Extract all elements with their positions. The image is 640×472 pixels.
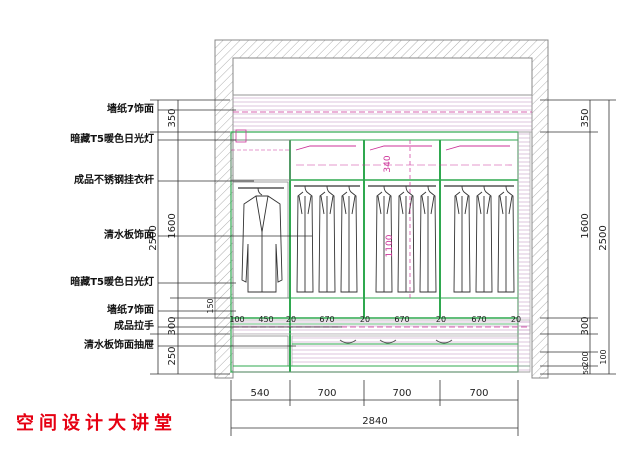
dimension-text: 250 [167,346,178,365]
bottom-dimension-lines [230,380,519,436]
dimension-text: 450 [258,315,273,324]
dimension-text: 540 [250,388,269,399]
watermark-text: 空间设计大讲堂 [16,413,177,434]
annotation-label: 墙纸7饰面 [107,104,154,115]
dimension-text: 700 [392,388,411,399]
shirt-drawing [397,185,415,293]
dimension-text: 1600 [167,213,178,238]
dimension-text: 100 [229,315,244,324]
hanging-shirts [296,185,515,293]
annotation-label: 暗藏T5暖色日光灯 [70,134,154,145]
shirt-drawing [453,185,471,293]
dimension-text: 200 [581,351,590,366]
shirt-drawing [497,185,515,293]
dimension-text: 700 [469,388,488,399]
dimension-text: 350 [167,108,178,127]
dimension-text: 340 [383,155,393,172]
shirt-drawing [419,185,437,293]
dimension-text: 670 [319,315,334,324]
dimension-text: 2500 [598,225,609,250]
dimension-text: 100 [599,349,608,364]
shirt-drawing [296,185,314,293]
dimension-text: 670 [394,315,409,324]
annotation-label: 清水板饰面抽屉 [84,340,154,351]
dimension-text: 700 [317,388,336,399]
shirt-drawing [318,185,336,293]
dimension-text: 1600 [580,213,591,238]
annotation-label: 成品拉手 [114,321,154,332]
dimension-text: 20 [286,315,296,324]
wallpaper-band-top [232,94,533,133]
dimension-text: 350 [580,108,591,127]
dimension-text: 1100 [385,234,395,257]
label-leaders [158,109,342,347]
left-dimension-lines [150,99,230,375]
shirt-drawing [475,185,493,293]
dimension-text: 670 [471,315,486,324]
annotation-label: 成品不锈钢挂衣杆 [74,175,154,186]
dimension-text: 20 [360,315,370,324]
shirt-drawing [340,185,358,293]
dimension-text: 50 [582,366,590,375]
cabinet-body [230,129,531,373]
dimension-text: 20 [511,315,521,324]
dimension-text: 300 [167,316,178,335]
annotation-label: 墙纸7饰面 [107,305,154,316]
dimension-text: 300 [580,316,591,335]
dimension-text: 2500 [148,225,159,250]
annotation-label: 清水板饰面 [104,230,154,241]
annotation-label: 暗藏T5暖色日光灯 [70,277,154,288]
dimension-text: 20 [436,315,446,324]
right-dimension-lines [540,99,616,375]
hanging-rods [238,185,514,189]
suit-jacket-drawing [241,187,283,293]
shirt-drawing [375,185,393,293]
dimension-text: 2840 [362,416,387,427]
dimension-text: 150 [206,298,215,313]
